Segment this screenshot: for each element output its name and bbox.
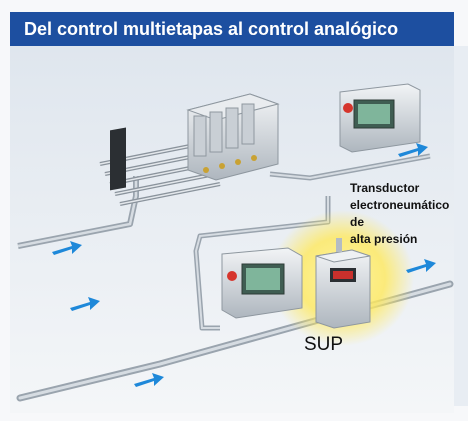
page-title: Del control multietapas al control analó… [10,12,454,46]
pneumatic-scene: Transductor electroneumático de alta pre… [10,46,454,413]
transducer-label-line-1: Transductor [350,181,420,195]
flow-arrows [52,143,436,387]
transducer-label: Transductor electroneumático de alta pre… [350,180,454,248]
controller-bottom-left [221,247,303,319]
controller-top-right [339,83,421,153]
side-margin-strip [454,46,468,406]
transducer-device [315,238,371,329]
scene-illustration [10,46,454,413]
valve-manifold [186,93,280,181]
tube-manifold [99,127,221,206]
transducer-label-line-3: alta presión [350,232,418,246]
supply-label: SUP [304,334,344,355]
transducer-label-line-2: electroneumático de [350,198,450,229]
